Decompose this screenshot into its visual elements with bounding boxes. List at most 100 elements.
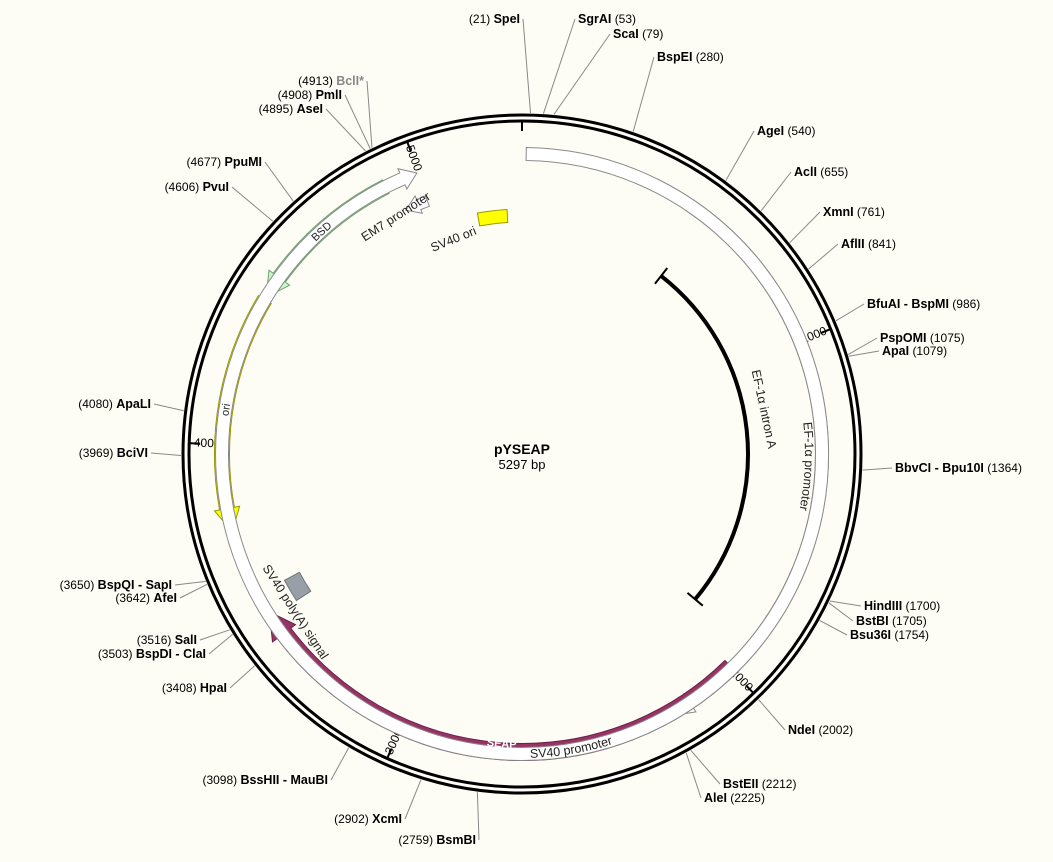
feature-ef1a-intron-a[interactable] — [659, 274, 750, 601]
restriction-site-label[interactable]: HindIII (1700) — [864, 599, 940, 613]
site-leader-line — [264, 161, 294, 202]
site-position: (1700) — [906, 599, 941, 613]
site-leader-line — [553, 33, 611, 115]
site-name: AflII — [841, 237, 865, 251]
feature-sv40-promoter[interactable] — [215, 146, 830, 761]
site-position: (1754) — [894, 628, 929, 642]
site-name: XcmI — [372, 812, 402, 826]
site-position: (3408) — [162, 681, 197, 695]
site-name: BbvCI - Bpu10I — [895, 461, 984, 475]
restriction-site-label[interactable]: NdeI (2002) — [788, 723, 853, 737]
restriction-site-label[interactable]: AleI (2225) — [704, 791, 765, 805]
restriction-site-label[interactable]: (4080) ApaLI — [78, 397, 151, 411]
feature-sv40-ori[interactable] — [476, 208, 509, 227]
restriction-site-label[interactable]: (4677) PpuMI — [186, 155, 262, 169]
site-leader-line — [199, 629, 230, 641]
site-position: (4908) — [278, 88, 313, 102]
site-position: (841) — [868, 237, 896, 251]
restriction-site-label[interactable]: AgeI (540) — [757, 124, 815, 138]
restriction-site-label[interactable]: (3503) BspDI - ClaI — [98, 647, 206, 661]
site-name: BfuAI - BspMI — [867, 297, 949, 311]
restriction-site-label[interactable]: AclI (655) — [794, 165, 848, 179]
site-position: (3503) — [98, 647, 133, 661]
site-position: (4080) — [78, 397, 113, 411]
restriction-site-label[interactable]: (3650) BspQI - SapI — [60, 578, 172, 592]
restriction-site-label[interactable]: XmnI (761) — [823, 205, 885, 219]
site-name: AgeI — [757, 124, 784, 138]
feature-sv40-polya[interactable] — [283, 571, 312, 602]
restriction-site-label[interactable]: (3098) BssHII - MauBI — [202, 773, 328, 787]
site-leader-line — [542, 18, 576, 114]
site-leader-line — [229, 665, 256, 689]
site-leader-line — [848, 350, 880, 357]
site-leader-line — [862, 467, 893, 471]
seap-label: SEAP — [486, 737, 517, 751]
restriction-site-label[interactable]: (2759) BsmBI — [398, 833, 476, 847]
restriction-site-label[interactable]: PspOMI (1075) — [880, 331, 965, 345]
site-position: (3650) — [60, 578, 95, 592]
restriction-site-label[interactable]: (4908) PmlI — [278, 88, 342, 102]
restriction-site-label[interactable]: (4895) AseI — [259, 102, 323, 116]
site-name: HpaI — [200, 681, 227, 695]
site-position: (4677) — [186, 155, 221, 169]
scale-tick — [820, 328, 831, 335]
site-position: (2902) — [334, 812, 369, 826]
site-name: PpuMI — [225, 155, 263, 169]
site-position: (1079) — [912, 344, 947, 358]
site-position: (3969) — [79, 446, 114, 460]
site-position: (986) — [952, 297, 980, 311]
site-leader-line — [760, 171, 792, 212]
site-position: (1705) — [892, 614, 927, 628]
site-leader-line — [325, 108, 366, 152]
restriction-site-label[interactable]: BfuAI - BspMI (986) — [867, 297, 980, 311]
plasmid-name: pYSEAP — [494, 441, 550, 457]
restriction-site-label[interactable]: ApaI (1079) — [882, 344, 947, 358]
restriction-site-label[interactable]: (3516) SalI — [137, 633, 197, 647]
site-leader-line — [404, 779, 422, 820]
site-name: SalI — [175, 633, 197, 647]
restriction-site-label[interactable]: BspEI (280) — [657, 50, 724, 64]
site-name: PmlI — [316, 88, 342, 102]
restriction-site-label[interactable]: (3642) AfeI — [115, 591, 177, 605]
restriction-site-label[interactable]: (21) SpeI — [469, 12, 520, 26]
scale-tick — [406, 142, 412, 153]
scale-tick — [745, 684, 754, 694]
site-name: ApaLI — [116, 397, 151, 411]
restriction-site-label[interactable]: (4606) PvuI — [165, 180, 229, 194]
site-name: HindIII — [864, 599, 902, 613]
restriction-site-label[interactable]: BstBI (1705) — [856, 614, 927, 628]
restriction-site-label[interactable]: BbvCI - Bpu10I (1364) — [895, 461, 1022, 475]
site-position: (21) — [469, 12, 490, 26]
site-name: AclI — [794, 165, 817, 179]
restriction-site-label[interactable]: (2902) XcmI — [334, 812, 402, 826]
site-position: (79) — [642, 27, 663, 41]
site-leader-line — [819, 619, 848, 636]
site-name: BstBI — [856, 614, 889, 628]
site-leader-line — [829, 600, 862, 607]
restriction-site-label[interactable]: SgrAI (53) — [578, 12, 636, 26]
site-leader-line — [632, 56, 655, 132]
site-name: BclI* — [336, 74, 364, 88]
site-position: (1364) — [987, 461, 1022, 475]
site-leader-line — [690, 749, 721, 785]
restriction-site-label[interactable]: (3408) HpaI — [162, 681, 227, 695]
site-position: (761) — [857, 205, 885, 219]
restriction-site-label[interactable]: ScaI (79) — [613, 27, 663, 41]
site-leader-line — [685, 752, 702, 799]
site-leader-line — [476, 792, 480, 841]
restriction-site-label[interactable]: (3969) BciVI — [79, 446, 148, 460]
restriction-site-label[interactable]: Bsu36I (1754) — [850, 628, 929, 642]
restriction-site-label[interactable]: BstEII (2212) — [723, 777, 796, 791]
site-name: SpeI — [494, 12, 520, 26]
site-name: BspDI - ClaI — [136, 647, 206, 661]
site-name: ApaI — [882, 344, 909, 358]
restriction-site-label[interactable]: AflII (841) — [841, 237, 896, 251]
feature-em7-promoter[interactable] — [404, 194, 431, 214]
restriction-site-label[interactable]: (4913) BclI* — [298, 74, 364, 88]
site-leader-line — [808, 243, 839, 270]
site-name: AseI — [297, 102, 323, 116]
sv40-ori-label: SV40 ori — [429, 224, 479, 255]
site-leader-line — [366, 80, 373, 148]
intron-end-cap — [686, 592, 704, 607]
